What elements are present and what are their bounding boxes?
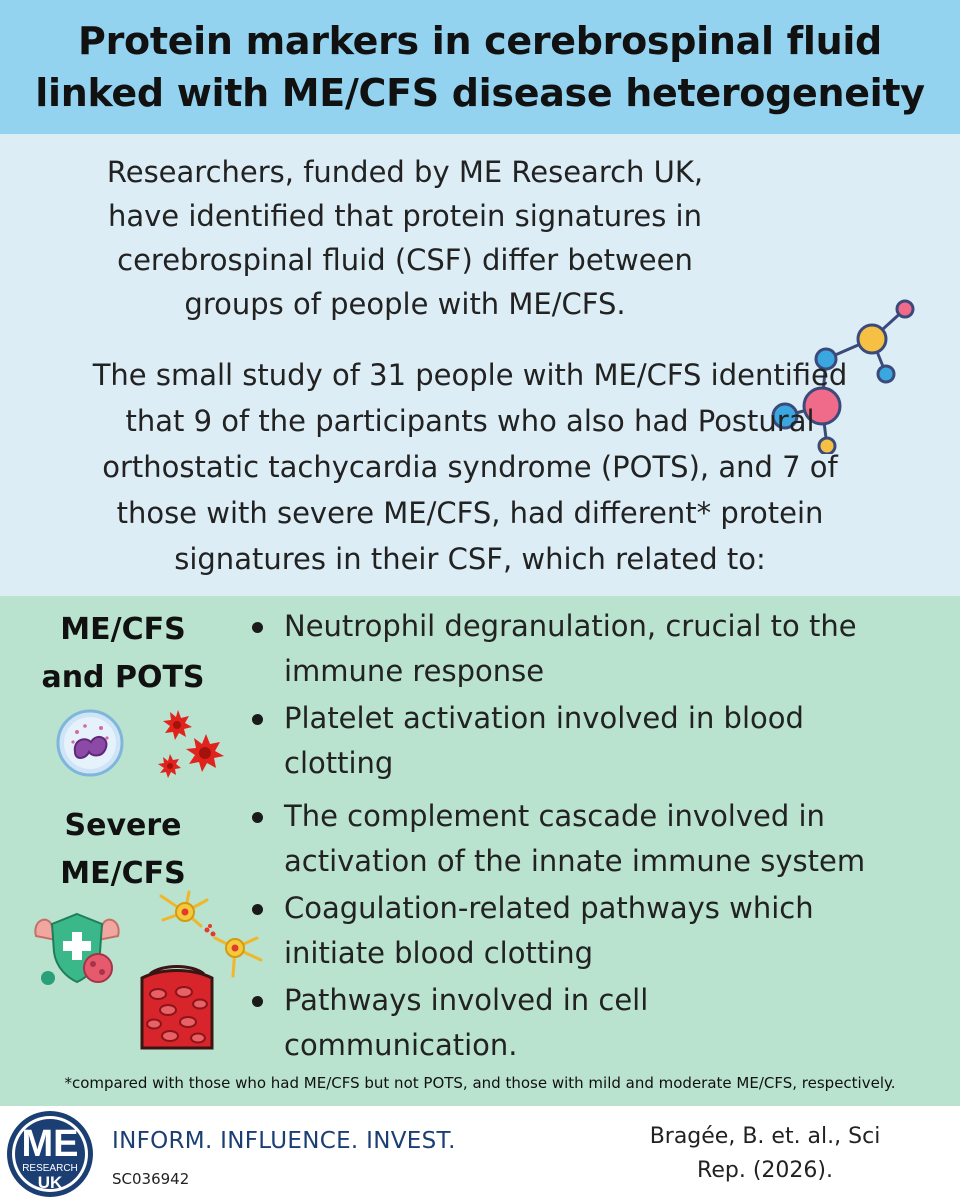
footnote: *compared with those who had ME/CFS but … [64, 1074, 896, 1092]
list-item-text: Coagulation-related pathways which initi… [284, 886, 952, 976]
page-title-line-1: Protein markers in cerebrospinal fluid [78, 19, 882, 63]
citation-line: Rep. (2026). [697, 1158, 833, 1183]
list-item-line: Pathways involved in cell [284, 983, 649, 1017]
summary-line: orthostatic tachycardia syndrome (POTS),… [102, 450, 838, 484]
footer: ME RESEARCH UK INFORM. INFLUENCE. INVEST… [0, 1106, 960, 1200]
group-label-pots: ME/CFS and POTS [8, 606, 238, 702]
bullet-dot [252, 714, 263, 725]
bullet-dot [252, 996, 263, 1007]
bullet-dot [252, 812, 263, 823]
list-item-line: activation of the innate immune system [284, 844, 866, 878]
bullet-dot [252, 622, 263, 633]
blood-vessel-icon [140, 965, 214, 1050]
intro-paragraph: Researchers, funded by ME Research UK, h… [40, 150, 770, 326]
logo-text-uk: UK [38, 1173, 63, 1192]
neuron-icon [159, 890, 263, 978]
list-item: Pathways involved in cell communication. [252, 978, 952, 1068]
logo-text-me: ME [22, 1123, 79, 1165]
immune-shield-icon [34, 912, 120, 985]
list-item: Neutrophil degranulation, crucial to the… [252, 604, 952, 694]
severe-findings-list: The complement cascade involved in activ… [252, 794, 952, 1070]
summary-line: The small study of 31 people with ME/CFS… [92, 358, 848, 392]
intro-line: Researchers, funded by ME Research UK, [106, 155, 704, 189]
intro-line: groups of people with ME/CFS. [184, 287, 626, 321]
bullet-dot [252, 904, 263, 915]
list-item-line: communication. [284, 1028, 518, 1062]
intro-line: have identified that protein signatures … [107, 199, 702, 233]
list-item: Platelet activation involved in blood cl… [252, 696, 952, 786]
list-item-text: Platelet activation involved in blood cl… [284, 696, 952, 786]
list-item-line: Coagulation-related pathways which [284, 891, 814, 925]
group-label-line: ME/CFS [60, 856, 186, 891]
summary-line: signatures in their CSF, which related t… [174, 542, 766, 576]
intro-section: Researchers, funded by ME Research UK, h… [0, 134, 960, 596]
list-item-line: The complement cascade involved in [284, 799, 825, 833]
header-banner: Protein markers in cerebrospinal fluid l… [0, 0, 960, 134]
list-item-text: Pathways involved in cell communication. [284, 978, 952, 1068]
page-title-line-2: linked with ME/CFS disease heterogeneity [35, 71, 925, 115]
molecule-icon [771, 299, 915, 454]
findings-section: ME/CFS and POTS Neutrophil degranulation… [0, 596, 960, 1106]
summary-line: those with severe ME/CFS, had different*… [116, 496, 824, 530]
charity-number: SC036942 [112, 1170, 190, 1188]
list-item-text: Neutrophil degranulation, crucial to the… [284, 604, 952, 694]
citation: Bragée, B. et. al., Sci Rep. (2026). [640, 1120, 890, 1188]
tagline: INFORM. INFLUENCE. INVEST. [112, 1128, 456, 1154]
study-summary-paragraph: The small study of 31 people with ME/CFS… [0, 352, 940, 582]
pots-findings-list: Neutrophil degranulation, crucial to the… [252, 604, 952, 788]
list-item-line: clotting [284, 746, 394, 780]
neutrophil-cell-icon [56, 709, 124, 777]
list-item-text: The complement cascade involved in activ… [284, 794, 952, 884]
group-label-severe: Severe ME/CFS [8, 802, 238, 898]
list-item-line: initiate blood clotting [284, 936, 594, 970]
group-label-line: Severe [64, 808, 182, 843]
intro-line: cerebrospinal fluid (CSF) differ between [117, 243, 693, 277]
summary-line: that 9 of the participants who also had … [125, 404, 815, 438]
list-item: The complement cascade involved in activ… [252, 794, 952, 884]
list-item-line: Platelet activation involved in blood [284, 701, 804, 735]
list-item-line: Neutrophil degranulation, crucial to the [284, 609, 857, 643]
me-research-uk-logo: ME RESEARCH UK [7, 1111, 93, 1197]
list-item: Coagulation-related pathways which initi… [252, 886, 952, 976]
group-label-line: ME/CFS [60, 612, 186, 647]
logo-text-research: RESEARCH [22, 1163, 78, 1174]
list-item-line: immune response [284, 654, 545, 688]
citation-line: Bragée, B. et. al., Sci [649, 1124, 881, 1149]
platelet-icon [158, 710, 224, 778]
group-label-line: and POTS [41, 660, 205, 695]
